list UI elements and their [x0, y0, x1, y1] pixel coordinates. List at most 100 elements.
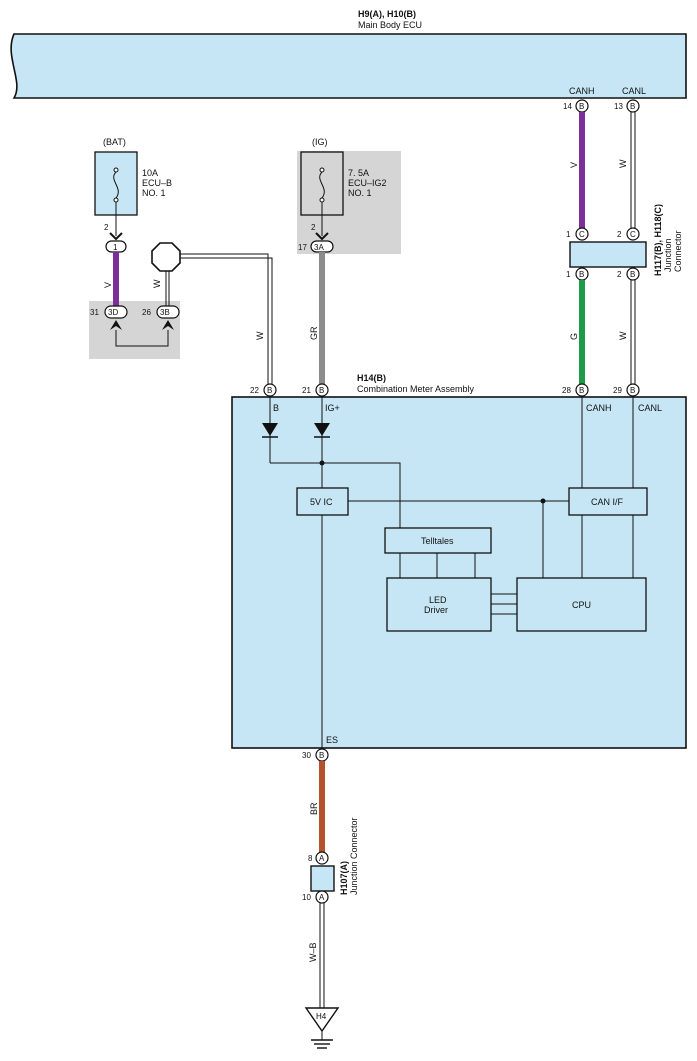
ecu-pin-canh: CANH	[569, 86, 595, 96]
block-telltales	[384, 527, 492, 554]
fuse-ig-supply: (IG)	[312, 137, 328, 147]
svg-text:Driver: Driver	[424, 605, 448, 615]
fuse-bat-rating: 10A	[142, 168, 158, 178]
svg-text:C: C	[630, 230, 636, 239]
junction-bat: 3D 31 3B 26	[90, 305, 180, 347]
svg-text:Telltales: Telltales	[421, 536, 454, 546]
junction-gnd: A 8 A 10 H107(A) Junction Connector	[302, 817, 359, 904]
fuse-element-icon	[113, 171, 119, 199]
svg-text:B: B	[319, 386, 324, 395]
wire-label-w-meter: W	[255, 331, 265, 340]
ecu-name: Main Body ECU	[358, 20, 422, 30]
wire-label-wb: W–B	[308, 942, 318, 962]
wire-label-br: BR	[309, 802, 319, 815]
fuse-ig-pin: 2	[311, 223, 316, 232]
fuse-bat-name2: NO. 1	[142, 188, 166, 198]
meter-pin-30: 30	[302, 751, 311, 760]
junction-gnd-ref: H107(A)	[339, 861, 349, 895]
svg-text:B: B	[630, 270, 635, 279]
svg-text:C: C	[579, 230, 585, 239]
ecu-ref: H9(A), H10(B)	[358, 9, 416, 19]
conn-3b: 3B	[160, 308, 170, 317]
meter-box	[231, 396, 687, 749]
fuse-bat-conn: 1	[113, 243, 118, 252]
wire-label-gr: GR	[309, 326, 319, 340]
junction-can-name1: Junction	[663, 238, 673, 272]
svg-text:1: 1	[566, 230, 571, 239]
svg-text:B: B	[630, 386, 635, 395]
fuse-bat-pin: 2	[104, 223, 109, 232]
wire-label-w1: W	[152, 279, 162, 288]
meter-ref: H14(B)	[357, 373, 386, 383]
ecu-pin-14: 14	[563, 102, 572, 111]
meter-pin-29: 29	[613, 386, 622, 395]
svg-text:B: B	[579, 386, 584, 395]
fuse-bat-name1: ECU–B	[142, 178, 172, 188]
pin-31: 31	[90, 308, 99, 317]
diode-icon	[314, 423, 330, 436]
block-can-if	[568, 487, 648, 516]
svg-text:5V IC: 5V IC	[310, 497, 333, 507]
ground: H4	[304, 1007, 340, 1049]
conn-3d: 3D	[108, 308, 118, 317]
svg-text:B: B	[579, 270, 584, 279]
wire-label-v2: V	[569, 162, 579, 168]
fuse-ig: (IG) 7. 5A ECU–IG2 NO. 1 2 3A 17	[298, 137, 387, 253]
sig-b: B	[273, 403, 279, 413]
wire-label-g: G	[569, 333, 579, 340]
wire-label-v1: V	[103, 282, 113, 288]
fuse-element-icon	[319, 171, 325, 199]
svg-text:LED: LED	[429, 595, 447, 605]
ground-label: H4	[316, 1012, 327, 1021]
fuse-ig-name2: NO. 1	[348, 188, 372, 198]
svg-text:A: A	[319, 893, 325, 902]
pin-26: 26	[142, 308, 151, 317]
gnd-pin-8: 8	[308, 854, 313, 863]
diode-icon	[262, 423, 278, 436]
svg-text:B: B	[319, 751, 324, 760]
ecu-box	[10, 33, 687, 99]
junction-can-name2: Connector	[673, 230, 683, 272]
sig-canl: CANL	[638, 403, 662, 413]
meter-name: Combination Meter Assembly	[357, 384, 475, 394]
svg-text:B: B	[579, 102, 584, 111]
meter-pin-22: 22	[250, 386, 259, 395]
splice-octagon-icon	[151, 242, 181, 272]
connector-arrow-icon	[110, 320, 122, 330]
ecu-pin-canl: CANL	[622, 86, 646, 96]
meter-pin-21: 21	[302, 386, 311, 395]
svg-text:CAN I/F: CAN I/F	[591, 497, 624, 507]
block-cpu	[516, 577, 647, 632]
gnd-pin-10: 10	[302, 893, 311, 902]
svg-text:A: A	[319, 854, 325, 863]
fuse-ig-name1: ECU–IG2	[348, 178, 387, 188]
junction-gnd-name: Junction Connector	[349, 817, 359, 895]
fuse-bat: (BAT) 10A ECU–B NO. 1 2 1	[94, 137, 172, 253]
wire-label-w3: W	[618, 331, 628, 340]
junction-can: C 1 C 2 B 1 B 2 H117(B), H118(C) Junctio…	[566, 204, 683, 281]
ecu-can-pins: B 14 B 13	[563, 99, 640, 113]
svg-text:2: 2	[617, 270, 622, 279]
sig-canh: CANH	[586, 403, 612, 413]
fuse-ig-pin-num: 17	[298, 243, 307, 252]
svg-text:B: B	[267, 386, 272, 395]
svg-text:CPU: CPU	[572, 600, 591, 610]
connector-arrow-icon	[109, 232, 123, 241]
svg-text:2: 2	[617, 230, 622, 239]
connector-arrow-icon	[162, 320, 174, 330]
ground-triangle-icon	[304, 1007, 340, 1033]
ecu-pin-13: 13	[614, 102, 623, 111]
fuse-ig-conn: 3A	[314, 243, 324, 252]
combination-meter: H14(B) Combination Meter Assembly B 22 B…	[231, 373, 687, 762]
meter-pin-28: 28	[562, 386, 571, 395]
junction-gnd-box	[310, 865, 335, 892]
junction-can-ref: H117(B), H118(C)	[653, 204, 663, 276]
main-body-ecu: H9(A), H10(B) Main Body ECU CANH CANL	[10, 9, 687, 99]
junction-can-box	[569, 241, 647, 268]
sig-ig: IG+	[325, 403, 340, 413]
svg-text:B: B	[630, 102, 635, 111]
sig-es: ES	[326, 735, 338, 745]
wire-label-w2: W	[618, 159, 628, 168]
svg-text:1: 1	[566, 270, 571, 279]
